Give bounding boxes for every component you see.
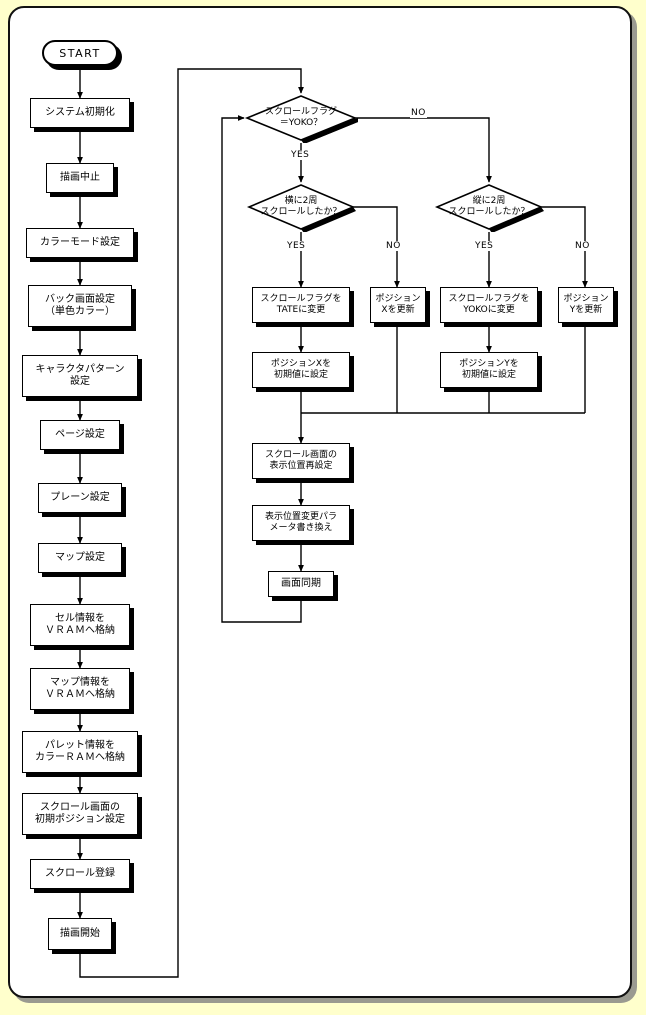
process-initial-scroll-position: スクロール画面の 初期ポジション設定 [22, 793, 138, 835]
process-page-setting: ページ設定 [40, 420, 120, 450]
process-update-position-x: ポジション Xを更新 [370, 287, 426, 323]
process-system-init: システム初期化 [30, 98, 130, 128]
decision-label: 横に2周 スクロールしたか？ [260, 196, 342, 217]
process-scroll-register: スクロール登録 [30, 859, 130, 889]
process-plane-setting: プレーン設定 [38, 483, 122, 513]
process-map-setting: マップ設定 [38, 543, 122, 573]
process-start-drawing: 描画開始 [48, 918, 112, 950]
process-reset-display-position: スクロール画面の 表示位置再設定 [252, 443, 350, 479]
edge-label-flag-no: NO [410, 108, 427, 118]
edge-label-flag-yes: YES [290, 150, 311, 160]
decision-label: 縦に2周 スクロールしたか？ [448, 196, 530, 217]
decision-scroll-flag-is-yoko: スクロールフラグ ＝YOKO？ [244, 93, 358, 143]
process-character-pattern: キャラクタパターン 設定 [22, 355, 138, 397]
process-cell-to-vram: セル情報を ＶＲＡＭへ格納 [30, 604, 130, 646]
process-init-position-y: ポジションYを 初期値に設定 [440, 352, 538, 388]
process-init-position-x: ポジションXを 初期値に設定 [252, 352, 350, 388]
process-map-to-vram: マップ情報を ＶＲＡＭへ格納 [30, 668, 130, 710]
decision-scrolled-vertical-twice: 縦に2周 スクロールしたか？ [434, 182, 544, 232]
process-set-flag-tate: スクロールフラグを TATEに変更 [252, 287, 350, 323]
decision-scrolled-horizontal-twice: 横に2周 スクロールしたか？ [246, 182, 356, 232]
process-back-screen: バック画面設定 （単色カラー） [28, 285, 132, 327]
process-update-position-y: ポジション Yを更新 [558, 287, 614, 323]
edge-label-tate2-yes: YES [474, 241, 495, 251]
start-terminator: START [42, 40, 118, 66]
edge-label-yoko2-no: NO [385, 241, 402, 251]
process-palette-to-colorram: パレット情報を カラーＲＡＭへ格納 [22, 731, 138, 773]
process-rewrite-display-params: 表示位置変更パラ メータ書き換え [252, 505, 350, 541]
process-screen-sync: 画面同期 [268, 571, 334, 597]
process-color-mode: カラーモード設定 [26, 228, 134, 258]
decision-label: スクロールフラグ ＝YOKO？ [264, 107, 337, 128]
process-set-flag-yoko: スクロールフラグを YOKOに変更 [440, 287, 538, 323]
edge-label-yoko2-yes: YES [286, 241, 307, 251]
process-stop-drawing: 描画中止 [46, 163, 114, 193]
edge-label-tate2-no: NO [574, 241, 591, 251]
